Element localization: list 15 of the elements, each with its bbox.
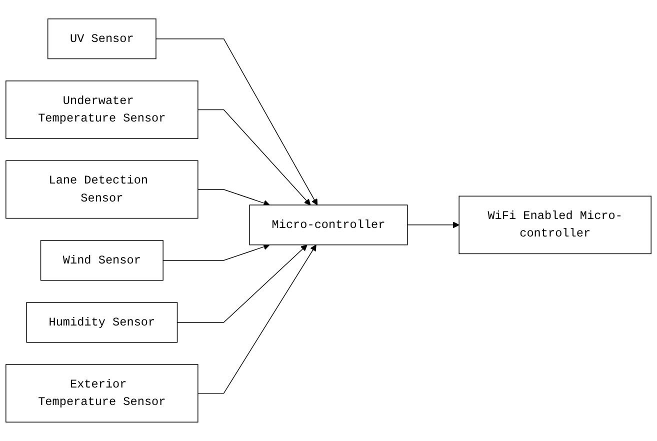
- node-box: WiFi Enabled Micro-controller: [458, 196, 652, 254]
- arrow: [407, 222, 460, 228]
- arrow: [162, 244, 270, 261]
- node-box: Wind Sensor: [40, 240, 164, 281]
- arrow: [198, 189, 270, 206]
- arrow: [156, 38, 318, 206]
- node-box: Humidity Sensor: [26, 302, 178, 343]
- node-box: Exterior Temperature Sensor: [6, 364, 198, 422]
- node-box: UV Sensor: [47, 18, 156, 60]
- arrow: [176, 244, 308, 323]
- node-box: Micro-controller: [249, 204, 408, 246]
- arrow: [198, 244, 316, 394]
- node-box: Underwater Temperature Sensor: [6, 80, 198, 139]
- node-box: Lane Detection Sensor: [6, 160, 198, 219]
- arrow: [198, 109, 311, 206]
